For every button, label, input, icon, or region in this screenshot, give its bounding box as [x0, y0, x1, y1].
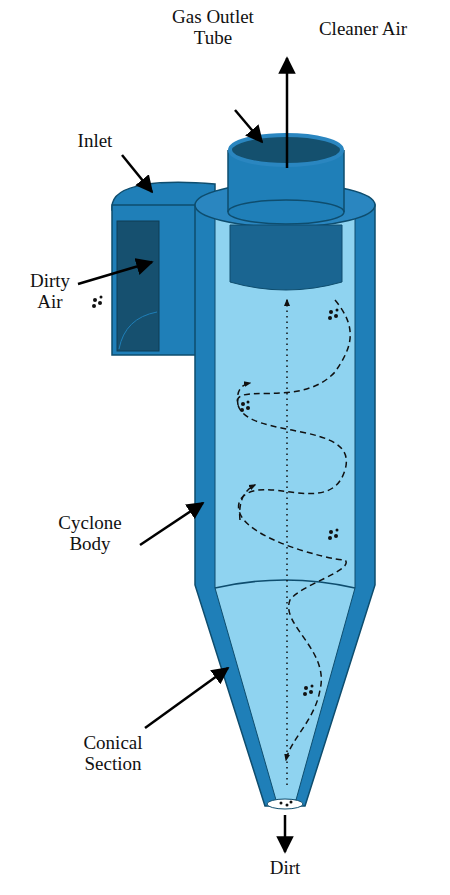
part-label: Gas Outlet Tube: [168, 6, 258, 48]
core-flow: [286, 300, 288, 785]
vortex-path: [237, 300, 350, 760]
dust-particles: [92, 296, 339, 697]
leader-arrow: [122, 155, 152, 192]
outlet-collar: [228, 200, 344, 224]
cyclone-wall: [195, 205, 375, 806]
inlet-duct: [112, 205, 202, 355]
part-label: Conical Section: [58, 732, 168, 774]
cyclone-interior: [215, 215, 355, 800]
part-label: Cleaner Air: [318, 18, 408, 39]
leader-arrow: [78, 262, 152, 284]
leader-arrow: [145, 668, 228, 728]
inlet-opening: [117, 221, 159, 351]
part-label: Inlet: [60, 130, 130, 151]
part-label: Dirty Air: [20, 270, 80, 312]
dirt-arrow: [284, 815, 287, 852]
leader-arrow: [140, 503, 203, 545]
cone-seam: [215, 580, 355, 588]
part-label: Dirt: [250, 857, 320, 878]
leader-arrow: [235, 110, 262, 142]
clean-air-arrow: [286, 58, 289, 168]
outlet-inner: [230, 225, 342, 290]
inlet-curve: [119, 312, 157, 349]
part-label: Cyclone Body: [40, 512, 140, 554]
